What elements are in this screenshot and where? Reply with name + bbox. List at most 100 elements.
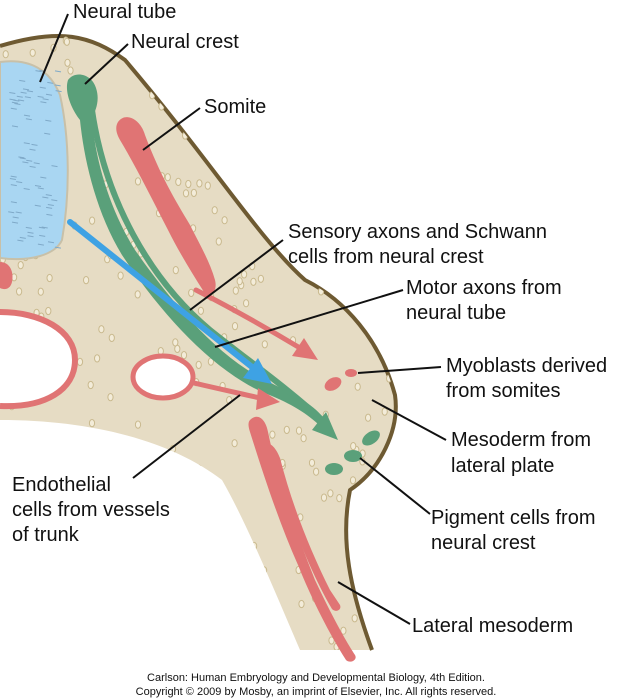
label-motor-axons-line1: Motor axons from bbox=[406, 277, 562, 299]
mesenchyme-cell bbox=[333, 93, 340, 102]
mesenchyme-cell bbox=[350, 442, 357, 451]
label-mesoderm-line1: Mesoderm from bbox=[451, 429, 592, 451]
label-neural-tube: Neural tube bbox=[73, 1, 177, 23]
neural-crest-migration-arrow bbox=[89, 107, 325, 423]
motor-axon-arrowhead bbox=[243, 358, 272, 384]
mesenchyme-cell bbox=[196, 464, 203, 473]
mesenchyme-cell bbox=[0, 497, 7, 506]
neuroepithelial-cell bbox=[10, 175, 17, 178]
mesenchyme-cell bbox=[45, 306, 52, 316]
mesenchyme-cell bbox=[194, 67, 201, 76]
mesenchyme-cell bbox=[379, 151, 386, 160]
mesenchyme-cell bbox=[258, 40, 265, 49]
mesenchyme-cell bbox=[224, 593, 232, 602]
ectoderm-outline bbox=[0, 34, 398, 651]
mesenchyme-cell bbox=[27, 573, 34, 582]
mesenchyme-cell bbox=[367, 560, 374, 569]
mesenchyme-cell bbox=[372, 627, 379, 636]
mesenchyme-cell bbox=[211, 542, 218, 551]
mesenchyme-cell bbox=[65, 637, 72, 646]
neuroepithelial-cell bbox=[39, 234, 46, 237]
neuroepithelial-cell bbox=[9, 92, 16, 94]
neuroepithelial-cell bbox=[37, 243, 44, 246]
mesenchyme-cell bbox=[354, 382, 361, 391]
mesenchyme-cell bbox=[355, 197, 362, 206]
neuroepithelial-cell bbox=[20, 91, 27, 94]
label-sensory-axons-line2: cells from neural crest bbox=[288, 246, 484, 268]
mesenchyme-cell bbox=[177, 90, 184, 100]
mesenchyme-cell bbox=[107, 393, 114, 402]
mesenchyme-cell bbox=[94, 354, 101, 363]
neuroepithelial-cell bbox=[23, 188, 30, 190]
mesenchyme-cell bbox=[149, 612, 156, 622]
neuroepithelial-cell bbox=[40, 101, 47, 104]
neuroepithelial-cell bbox=[45, 119, 52, 122]
mesenchyme-cell bbox=[204, 181, 211, 190]
mesenchyme-cell bbox=[188, 288, 195, 297]
neuroepithelial-cell bbox=[10, 201, 17, 204]
mesenchyme-cell bbox=[357, 99, 364, 109]
mesenchyme-cell bbox=[139, 487, 146, 496]
mesenchyme-cell bbox=[383, 523, 390, 532]
neuroepithelial-cell bbox=[44, 132, 51, 135]
leader-lateral-mesoderm bbox=[337, 581, 411, 625]
mesenchyme-cell bbox=[337, 53, 344, 62]
mesenchyme-cell bbox=[343, 288, 351, 297]
neuroepithelial-cell bbox=[19, 236, 26, 239]
mesenchyme-cell bbox=[172, 338, 179, 347]
leader-myoblasts bbox=[357, 366, 442, 374]
neuroepithelial-cell bbox=[29, 148, 36, 151]
mesenchyme-cell bbox=[294, 116, 301, 125]
mesenchyme-cell bbox=[309, 191, 316, 200]
leader-lines bbox=[39, 13, 447, 625]
neuroepithelial-cell bbox=[11, 125, 19, 128]
neuroepithelial-cell bbox=[37, 95, 44, 98]
mesenchyme-cell bbox=[179, 568, 186, 577]
mesenchyme-cell bbox=[313, 119, 320, 128]
mesenchyme-cell bbox=[134, 177, 142, 186]
neuroepithelial-cell bbox=[27, 235, 34, 238]
neuroepithelial-cell bbox=[35, 70, 42, 73]
mesenchyme-cell bbox=[327, 489, 334, 498]
mesenchyme-cell bbox=[260, 129, 267, 139]
mesenchyme-cell bbox=[88, 419, 96, 428]
mesenchyme-cell bbox=[334, 124, 341, 133]
mesenchyme-cell bbox=[328, 636, 335, 645]
neuroepithelial-cell bbox=[55, 90, 62, 93]
label-pigment-line1: Pigment cells from bbox=[431, 507, 596, 529]
mesenchyme-cell bbox=[259, 82, 267, 91]
mesenchyme-cell bbox=[266, 216, 273, 225]
mesenchyme-cell bbox=[76, 357, 84, 366]
neuroepithelial-cell bbox=[25, 118, 32, 121]
label-endothelial-line1: Endothelial bbox=[12, 474, 111, 496]
myoblast-cell bbox=[345, 369, 357, 377]
mesenchyme-cell bbox=[243, 74, 250, 83]
leader-somite bbox=[142, 107, 201, 151]
mesenchyme-cell bbox=[320, 493, 328, 502]
neuroepithelial-cell bbox=[23, 142, 30, 145]
mesenchyme-cell bbox=[213, 68, 220, 77]
mesenchyme-cell bbox=[92, 575, 99, 584]
somite bbox=[116, 117, 216, 295]
mesenchyme-cell bbox=[185, 179, 192, 189]
mesenchyme-cell bbox=[148, 598, 155, 607]
mesenchyme-cell bbox=[46, 273, 53, 283]
neuroepithelial-cell bbox=[42, 98, 49, 101]
neuroepithelial-cell bbox=[10, 107, 17, 110]
myoblast-cell bbox=[324, 377, 342, 391]
mesenchyme-cell bbox=[265, 207, 272, 216]
endothelial-migration-arrow bbox=[191, 380, 263, 401]
neural-tube-cells bbox=[8, 70, 62, 249]
mesenchyme-cell bbox=[381, 407, 388, 416]
mesenchyme-cell bbox=[195, 360, 202, 369]
mesenchyme-cell bbox=[117, 271, 124, 280]
leader-endothelial bbox=[132, 394, 241, 479]
mesenchyme-cell bbox=[283, 425, 290, 434]
mesenchyme-cell bbox=[250, 277, 257, 286]
neuroepithelial-cell bbox=[26, 90, 34, 93]
mesenchyme-cell bbox=[232, 624, 239, 633]
mesenchyme-cell bbox=[152, 55, 160, 64]
neuroepithelial-cell bbox=[17, 239, 24, 242]
mesenchyme-cell bbox=[122, 49, 130, 58]
